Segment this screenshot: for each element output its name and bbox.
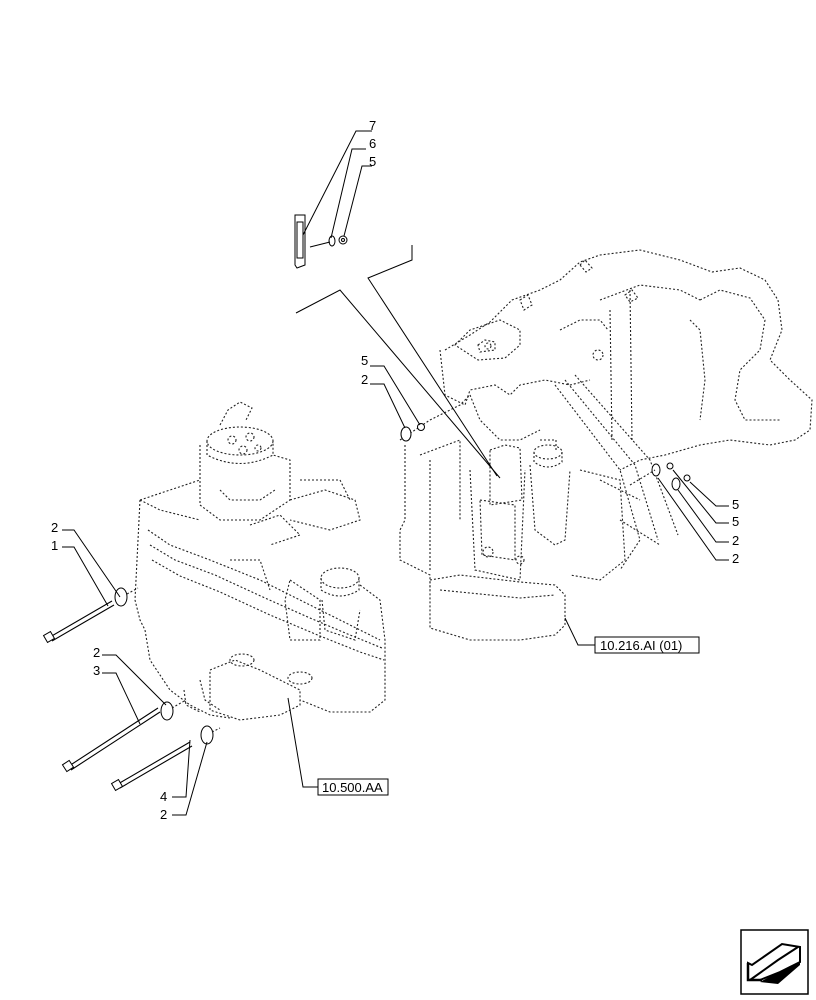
bolt-part-1 (42, 600, 115, 644)
bolt-part-4 (110, 741, 193, 792)
callout-5: 5 (732, 497, 739, 512)
ref-box-front-weight[interactable]: 10.500.AA (317, 778, 389, 796)
callout-5: 5 (369, 154, 376, 169)
callout-2: 2 (51, 520, 58, 535)
callout-5: 5 (361, 353, 368, 368)
washer-part-2b (160, 701, 174, 721)
callout-7: 7 (369, 118, 376, 133)
bolt-part-3 (61, 707, 161, 773)
leader-lines (62, 130, 729, 816)
washer-housing-left (400, 426, 412, 442)
callout-3: 3 (93, 663, 100, 678)
callout-2: 2 (361, 372, 368, 387)
bracket-part-7 (294, 214, 306, 269)
callout-6: 6 (369, 136, 376, 151)
callout-2: 2 (732, 551, 739, 566)
nut-housing-right (666, 462, 691, 482)
bolt-part-6 (309, 235, 336, 248)
callout-2: 2 (93, 645, 100, 660)
ref-label-front-weight: 10.500.AA (322, 780, 383, 795)
ref-label-rear-housing: 10.216.AI (01) (600, 638, 682, 653)
ref-box-rear-housing[interactable]: 10.216.AI (01) (594, 636, 700, 654)
nut-housing-left (417, 423, 425, 431)
callout-5: 5 (732, 514, 739, 529)
callout-2: 2 (732, 533, 739, 548)
callout-2: 2 (160, 807, 167, 822)
rear-transmission-housing (399, 249, 813, 641)
callout-4: 4 (160, 789, 167, 804)
callout-1: 1 (51, 538, 58, 553)
washer-part-2c (200, 725, 214, 745)
nut-part-5-top (338, 235, 348, 245)
arrow-down-left-icon[interactable] (740, 929, 809, 995)
washer-part-2a (114, 587, 128, 607)
front-weight-assembly (134, 401, 386, 721)
callout-labels: 7 6 5 5 2 5 5 2 2 2 1 2 3 4 2 (51, 118, 739, 822)
washer-housing-right (651, 463, 681, 491)
